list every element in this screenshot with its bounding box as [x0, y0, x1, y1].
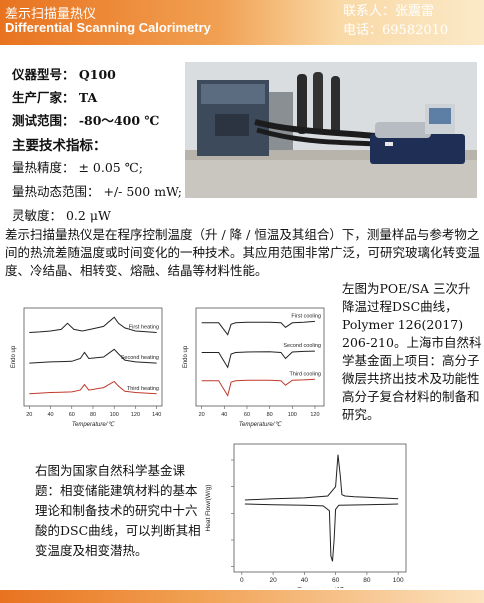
- x-tick-label: 20: [26, 412, 32, 418]
- x-tick-label: 100: [393, 577, 404, 584]
- contact-person: 联系人：张震雷: [343, 4, 435, 19]
- x-tick-label: 0: [240, 577, 244, 584]
- x-tick-label: 120: [131, 412, 140, 418]
- x-axis-label: Temperature/℃: [297, 587, 343, 588]
- series-line: [244, 503, 399, 562]
- x-axis-label: Temperature/℃: [72, 421, 115, 428]
- spec-range: 测试范围： -80～400 ℃: [12, 113, 160, 128]
- x-tick-label: 120: [310, 412, 319, 418]
- series-line: [29, 380, 157, 395]
- series-label: First cooling: [291, 313, 321, 319]
- dsc-heatflow-chart: 0 20 40 60 80 100Temperature/℃ Heat Flow/(W/g): [205, 443, 407, 588]
- x-tick-label: 80: [363, 577, 371, 584]
- description-paragraph: 差示扫描量热仪是在程序控制温度（升 / 降 / 恒温及其组合）下，测量样品与参考…: [5, 227, 481, 278]
- plot-frame: [195, 307, 325, 407]
- series-line: [244, 454, 399, 501]
- series-line: [201, 350, 315, 369]
- series-line: [201, 378, 315, 397]
- plot-frame: [233, 443, 407, 573]
- contact-block: 联系人：张震雷 电话：69582010: [343, 2, 448, 40]
- spec-model: 仪器型号： Q100: [12, 67, 116, 82]
- x-axis-label: Temperature/℃: [239, 421, 282, 428]
- spec-maker: 生产厂家： TA: [12, 90, 98, 105]
- y-axis-label: Heat Flow/(W/g): [205, 485, 212, 532]
- x-tick-label: 40: [47, 412, 53, 418]
- series-label: Second cooling: [283, 343, 321, 349]
- spec-temp-accuracy: 量热精度： ± 0.05 ℃;: [12, 160, 143, 175]
- left-caption: 右图为国家自然科学基金课题：相变储能建筑材料的基本理论和制备技术的研究中十六酸的…: [35, 463, 201, 558]
- x-tick-label: 100: [288, 412, 297, 418]
- spec-sensitivity: 灵敏度： 0.2 μW: [12, 208, 111, 223]
- x-tick-label: 40: [221, 412, 227, 418]
- series-label: First heating: [129, 325, 159, 331]
- x-tick-label: 140: [152, 412, 161, 418]
- contact-phone: 电话：69582010: [343, 23, 449, 38]
- footer-bar: [0, 590, 484, 603]
- x-tick-label: 60: [332, 577, 340, 584]
- series-label: Third cooling: [290, 371, 322, 377]
- x-tick-label: 100: [110, 412, 119, 418]
- title-en: Differential Scanning Calorimetry: [5, 20, 211, 35]
- x-tick-label: 40: [301, 577, 309, 584]
- x-tick-label: 20: [199, 412, 205, 418]
- right-caption: 左图为POE/SA 三次升降温过程DSC曲线，Polymer 126(2017)…: [342, 281, 482, 422]
- x-tick-label: 80: [90, 412, 96, 418]
- x-tick-label: 60: [244, 412, 250, 418]
- series-line: [29, 316, 157, 333]
- x-tick-label: 60: [69, 412, 75, 418]
- x-tick-label: 80: [267, 412, 273, 418]
- title-cn: 差示扫描量热仪: [5, 7, 97, 22]
- series-label: Third heating: [127, 386, 159, 392]
- instrument-photo: [185, 62, 477, 198]
- spec-tech-title: 主要技术指标：: [12, 138, 107, 154]
- series-label: Second heating: [121, 355, 159, 361]
- spec-dynamic-range: 量热动态范围： +/- 500 mW;: [12, 184, 183, 199]
- x-tick-label: 20: [269, 577, 277, 584]
- y-axis-label: Endo up: [183, 345, 189, 368]
- y-axis-label: Endo up: [11, 345, 17, 368]
- header-banner: 差示扫描量热仪 Differential Scanning Calorimetr…: [0, 0, 484, 45]
- series-line: [29, 348, 157, 364]
- series-line: [201, 320, 315, 336]
